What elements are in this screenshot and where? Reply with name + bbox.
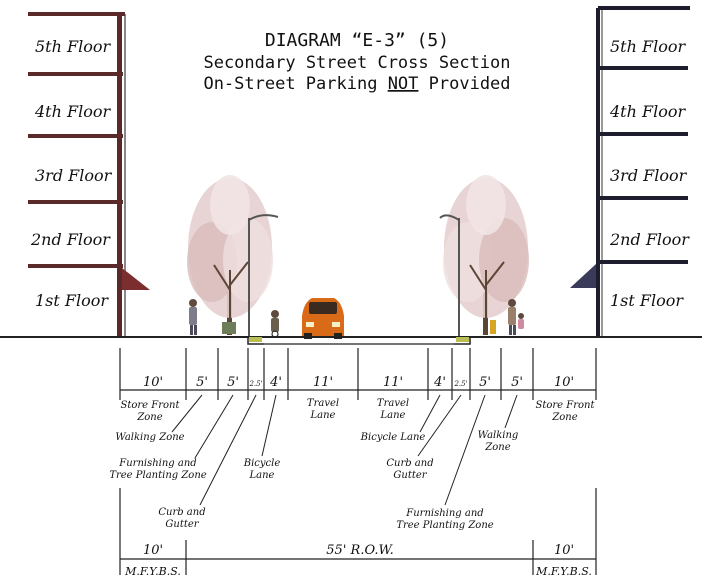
label-storefront-left-1: Store Front: [121, 400, 181, 411]
dim-walking-left: 5': [196, 375, 208, 390]
mfybs-left-label: M.F.Y.B.S.: [124, 565, 181, 578]
diagram-subtitle-2: On-Street Parking NOT Provided: [203, 74, 510, 94]
right-floor-5: 5th Floor: [610, 37, 686, 56]
right-floor-4: 4th Floor: [609, 102, 686, 121]
dim-curb-right: 2.5': [453, 380, 467, 388]
right-floor-1: 1st Floor: [610, 291, 684, 310]
label-storefront-left-2: Zone: [136, 412, 162, 423]
label-curb-left-2: Gutter: [165, 519, 199, 530]
right-floor-2: 2nd Floor: [609, 230, 690, 249]
right-tree: [443, 175, 529, 335]
right-awning: [570, 264, 596, 288]
hydrant: [490, 320, 496, 334]
dim-storefront-left: 10': [143, 375, 163, 390]
left-floor-4: 4th Floor: [34, 102, 111, 121]
dim-curb-left: 2.5': [248, 380, 262, 388]
diagram-subtitle: Secondary Street Cross Section: [203, 53, 510, 73]
dim-travel-right: 11': [383, 375, 403, 390]
cyclist-left: [271, 310, 279, 338]
dim-bicycle-right: 4': [433, 375, 446, 390]
planter-left: [222, 322, 236, 334]
label-travel-left-2: Lane: [310, 410, 336, 421]
label-curb-left-1: Curb and: [158, 507, 205, 518]
label-furnishing-right-1: Furnishing and: [405, 508, 483, 519]
curb-left: [249, 337, 262, 342]
dimension-row: [119, 348, 597, 400]
curb-right: [456, 337, 469, 342]
right-building: [570, 6, 690, 338]
row-dimension: [119, 488, 597, 575]
dim-furnishing-left: 5': [227, 375, 239, 390]
label-storefront-right-2: Zone: [551, 412, 577, 423]
label-walking-left: Walking Zone: [115, 432, 184, 443]
label-furnishing-left-1: Furnishing and: [118, 458, 196, 469]
not-emphasis: NOT: [388, 74, 419, 94]
label-bicycle-right: Bicycle Lane: [360, 432, 426, 443]
label-bicycle-left-1: Bicycle: [243, 458, 281, 469]
dim-walking-right: 5': [511, 375, 523, 390]
mfybs-left-value: 10': [143, 543, 163, 558]
leader-lines: [171, 394, 518, 506]
left-floor-5: 5th Floor: [35, 37, 111, 56]
left-tree: [187, 175, 273, 335]
label-travel-left-1: Travel: [307, 398, 339, 409]
right-streetlight: [439, 214, 460, 336]
label-travel-right-2: Lane: [380, 410, 406, 421]
label-walking-right-2: Zone: [484, 442, 510, 453]
label-storefront-right-1: Store Front: [536, 400, 596, 411]
dim-furnishing-right: 5': [479, 375, 491, 390]
label-walking-right-1: Walking: [478, 430, 519, 441]
ground-line: [0, 336, 702, 345]
diagram-title: DIAGRAM “E-3” (5): [265, 30, 449, 51]
mfybs-right-label: M.F.Y.B.S.: [535, 565, 592, 578]
left-floor-3: 3rd Floor: [35, 166, 113, 185]
label-furnishing-right-2: Tree Planting Zone: [396, 520, 493, 531]
label-curb-right-1: Curb and: [386, 458, 433, 469]
label-bicycle-left-2: Lane: [249, 470, 275, 481]
pedestrian-left: [189, 299, 197, 335]
mfybs-right-value: 10': [554, 543, 574, 558]
label-travel-right-1: Travel: [377, 398, 409, 409]
left-building: [28, 12, 150, 338]
left-floor-2: 2nd Floor: [30, 230, 111, 249]
dim-storefront-right: 10': [554, 375, 574, 390]
dim-bicycle-left: 4': [269, 375, 282, 390]
left-awning: [122, 268, 150, 290]
car: [302, 298, 344, 339]
left-streetlight: [248, 214, 279, 336]
dim-travel-left: 11': [313, 375, 333, 390]
left-floor-1: 1st Floor: [35, 291, 109, 310]
row-width: 55' R.O.W.: [326, 543, 393, 558]
right-floor-3: 3rd Floor: [610, 166, 688, 185]
label-furnishing-left-2: Tree Planting Zone: [109, 470, 206, 481]
pedestrians-right: [508, 299, 524, 335]
label-curb-right-2: Gutter: [393, 470, 427, 481]
